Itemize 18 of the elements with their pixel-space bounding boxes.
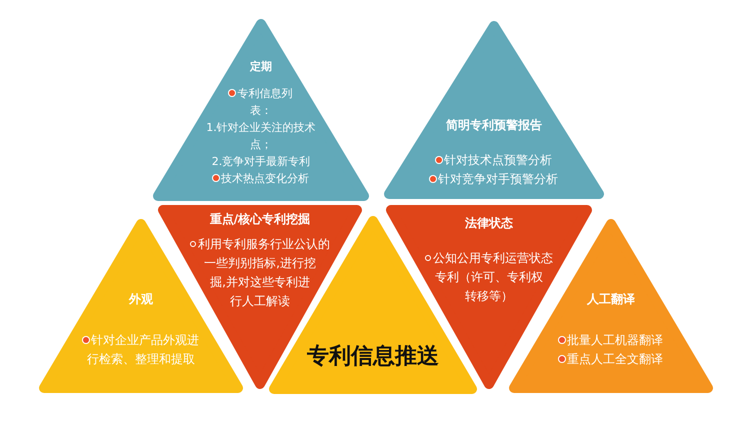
bullet-text: 2.竞争对手最新专利 <box>212 155 310 168</box>
bullet-text: 利用专利服务行业公认的一些判别指标,进行挖掘,并对这些专利进行人工解读 <box>198 237 330 308</box>
triangle-heading: 重点/核心专利挖掘 <box>210 212 310 226</box>
central-title: 专利信息推送 <box>306 344 439 369</box>
bullet-text: 针对技术点预警分析 <box>444 153 552 167</box>
bullet-text: 重点人工全文翻译 <box>566 352 663 366</box>
bullet-text: 针对竞争对手预警分析 <box>438 172 558 186</box>
triangle-heading: 人工翻译 <box>586 292 635 306</box>
bullet-text: 公知公用专利运营状态专利（许可、专利权转移等） <box>432 251 553 303</box>
triangle-heading: 定期 <box>250 60 272 73</box>
bullet-text: 技术热点变化分析 <box>220 172 309 185</box>
bullet-text: 1.针对企业关注的技术点； <box>206 121 316 151</box>
triangle-heading: 法律状态 <box>464 216 513 230</box>
triangle-heading: 简明专利预警报告 <box>446 118 542 132</box>
triangle-heading: 外观 <box>128 292 153 306</box>
bullet-text: 针对企业产品外观进行检索、整理和提取 <box>86 333 199 366</box>
bullet-text: 专利信息列表： <box>237 87 292 117</box>
bullet-text: 批量人工机器翻译 <box>566 333 663 347</box>
